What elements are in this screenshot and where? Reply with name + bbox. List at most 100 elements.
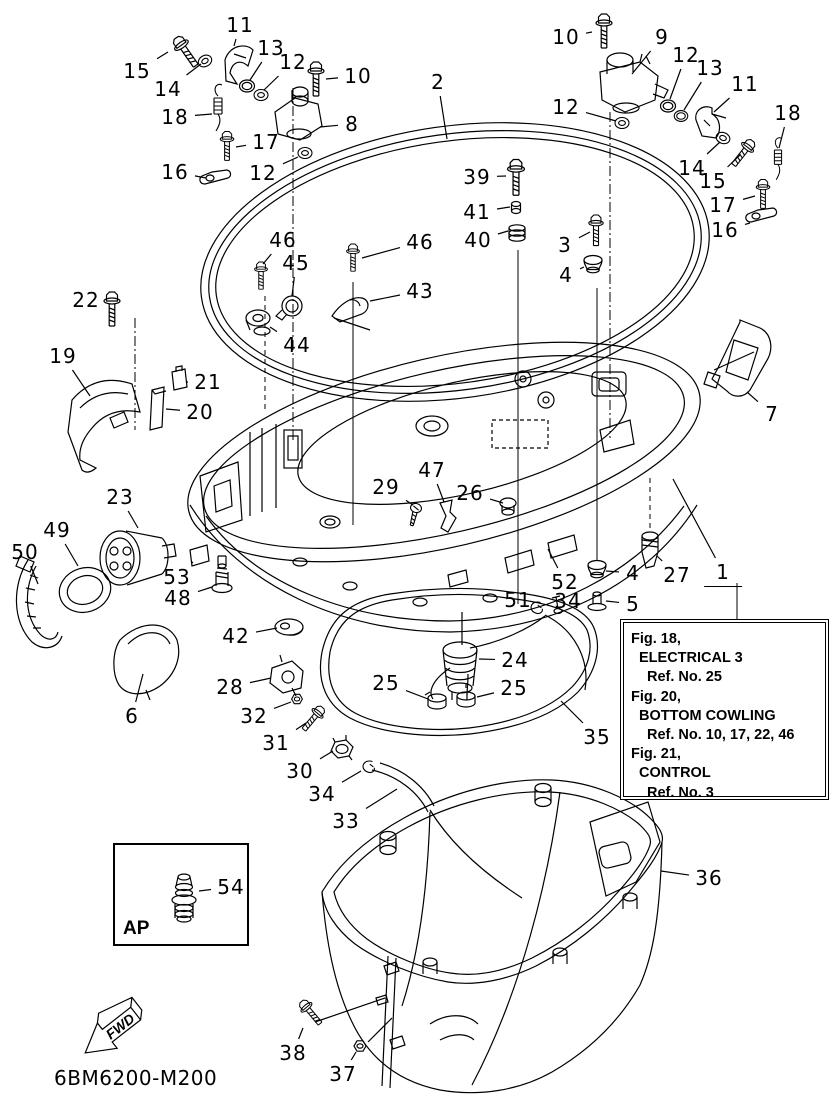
plug-27 [641,531,659,569]
callout-5: 5 [626,592,640,616]
fitting-54 [171,873,197,923]
leader-line-30 [319,750,334,760]
cap-24 [442,641,478,700]
callout-11: 11 [226,13,254,37]
info-line: Ref. No. 3 [647,784,714,801]
leader-line-11 [713,97,730,113]
leader-line-49 [64,543,79,567]
callout-15: 15 [699,169,727,193]
ap-inset-box: AP [113,843,249,946]
leader-line-9 [631,50,652,75]
callout-25: 25 [500,676,528,700]
callout-25: 25 [372,671,400,695]
bottom-cowling-lower [314,779,664,1094]
leader-line-13 [683,81,702,111]
info-line: ELECTRICAL 3 [639,650,743,667]
leader-line-35 [560,700,584,724]
callout-4: 4 [626,561,640,585]
callout-38: 38 [279,1041,307,1065]
pad-42 [274,618,304,636]
leader-line-48 [197,586,213,593]
fwd-label: FWD [103,1010,138,1042]
leader-line-10 [585,31,593,34]
leader-line-12 [263,75,279,91]
callout-43: 43 [406,279,434,303]
callout-13: 13 [257,36,285,60]
leader-line-34 [341,770,362,783]
plug-5 [587,591,607,612]
info-line: Fig. 18, [631,631,681,647]
callout-46: 46 [406,230,434,254]
callout-44: 44 [283,333,311,357]
leader-line-42 [255,627,278,633]
leader-line-53 [191,561,194,564]
centerlines [134,88,738,619]
leader-line-37 [350,1051,357,1061]
leader-line-14 [186,63,202,76]
callout-23: 23 [106,485,134,509]
callout-53: 53 [163,565,191,589]
callout-48: 48 [164,586,192,610]
leader-line-43 [369,294,401,302]
pin-34b [551,595,563,615]
bracket-9 [599,52,669,114]
ring-49 [58,566,112,614]
mount-44 [245,309,271,336]
clip-47 [439,499,457,533]
leader-line-25 [476,692,495,698]
leader-line-11 [233,38,237,47]
fwd-arrow: FWD [84,996,143,1054]
leader-line-23 [127,510,139,529]
callout-22: 22 [72,288,100,312]
seal-gasket [319,587,599,737]
leader-line-47 [436,483,445,503]
callout-19: 19 [49,344,77,368]
leader-line-26 [489,498,504,504]
callout-16: 16 [711,218,739,242]
callout-18: 18 [774,101,802,125]
leader-line-12 [669,68,682,100]
drawing-code: 6BM6200-M200 [54,1066,218,1090]
leader-line-1 [672,478,717,559]
callout-39: 39 [463,165,491,189]
leader-line-29 [405,499,414,506]
leader-line-18 [194,113,213,116]
callout-17: 17 [709,193,737,217]
bracket-11-right [695,106,727,139]
callout-50: 50 [11,540,39,564]
callout-31: 31 [262,731,290,755]
lever-7 [703,319,772,397]
nut-30 [330,735,354,761]
callout-45: 45 [282,251,310,275]
callout-27: 27 [663,563,691,587]
callout-3: 3 [558,233,572,257]
callout-1: 1 [704,560,742,587]
callout-41: 41 [463,200,491,224]
spacer-41 [510,200,522,215]
callout-52: 52 [551,570,579,594]
guide-43 [331,297,371,331]
callout-18: 18 [161,105,189,129]
leader-line-28 [249,677,272,684]
callout-9: 9 [655,25,669,49]
leader-line-46 [262,253,272,265]
top-gasket [200,122,710,402]
leader-line-12 [585,112,617,122]
plug-48 [211,555,233,594]
callout-7: 7 [765,402,779,426]
leader-line-40 [497,230,509,235]
grommet-26 [499,497,517,516]
leader-line-38 [298,1027,304,1040]
leader-line-15 [727,154,741,168]
callout-12: 12 [672,43,700,67]
leader-line-2 [439,95,448,140]
callout-14: 14 [678,156,706,180]
cover-19 [67,379,141,473]
callout-11: 11 [731,72,759,96]
callout-32: 32 [240,704,268,728]
leader-line-13 [249,61,263,81]
callout-12: 12 [279,50,307,74]
leader-line-17 [235,144,247,148]
